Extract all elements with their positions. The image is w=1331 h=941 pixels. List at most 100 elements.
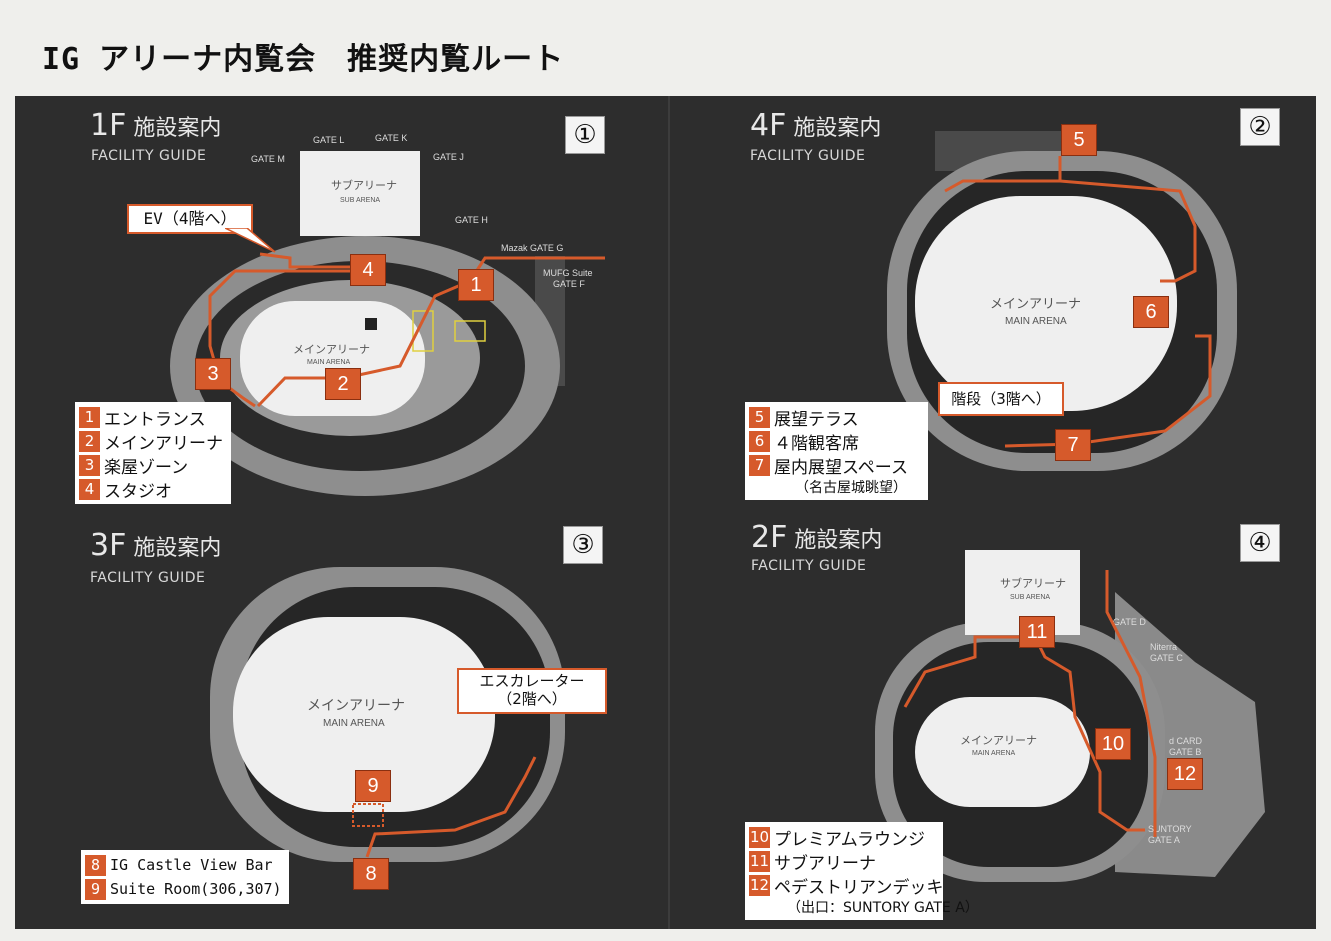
panel-3f: 3F 施設案内 FACILITY GUIDE ③ メインアリーナ MAIN AR…	[15, 512, 655, 922]
legend-number: 5	[749, 406, 770, 428]
stage-block	[365, 318, 377, 330]
legend-number: 2	[79, 430, 100, 452]
gate-f-line2: GATE F	[553, 279, 585, 289]
legend-label: エントランス	[104, 409, 206, 430]
route-marker-11: 11	[1019, 616, 1055, 648]
main-arena-label-en: MAIN ARENA	[307, 359, 351, 366]
gate-m: GATE M	[251, 154, 285, 164]
page-title: IG アリーナ内覧会 推奨内覧ルート	[42, 42, 565, 77]
sub-arena-label: サブアリーナ	[331, 178, 397, 192]
gate-k: GATE K	[375, 133, 407, 143]
panel-number: ②	[1240, 108, 1280, 146]
route-marker-7: 7	[1055, 429, 1091, 461]
main-arena-label-en: MAIN ARENA	[1005, 316, 1067, 327]
route-marker-6: 6	[1133, 296, 1169, 328]
route-marker-4: 4	[350, 254, 386, 286]
legend-number: 8	[85, 854, 106, 876]
legend-label: 楽屋ゾーン	[104, 457, 189, 478]
floor-label: 2F	[751, 520, 788, 555]
escalator-callout: エスカレーター （2階へ）	[457, 668, 607, 714]
gate-g: Mazak GATE G	[501, 243, 563, 253]
panel-2f: 2F 施設案内 FACILITY GUIDE ④ サブアリーナ SUB AREN…	[675, 512, 1315, 922]
arena-floor	[240, 301, 425, 416]
main-arena-label: メインアリーナ	[960, 734, 1037, 747]
legend-label: 展望テラス	[774, 409, 859, 430]
main-arena-label-en: MAIN ARENA	[972, 750, 1016, 757]
legend-label: Suite Room(306,307)	[110, 880, 282, 898]
gate-h: GATE H	[455, 215, 488, 225]
center-fold	[668, 96, 670, 929]
route-line	[1105, 570, 1157, 837]
legend-note: （出口：SUNTORY GATE A）	[787, 900, 979, 916]
map-3f: メインアリーナ MAIN ARENA	[210, 567, 565, 862]
route-marker-10: 10	[1095, 728, 1131, 760]
facility-guide-label: FACILITY GUIDE	[91, 148, 207, 164]
floor-name: 施設案内	[793, 116, 882, 141]
sub-arena-label-en: SUB ARENA	[1010, 594, 1050, 601]
gate-a-line2: GATE A	[1148, 835, 1180, 845]
legend-number: 1	[79, 406, 100, 428]
route-line	[256, 256, 605, 408]
legend-label: IG Castle View Bar	[110, 856, 273, 874]
floor-name: 施設案内	[794, 528, 883, 553]
escalator-callout-line1: エスカレーター	[479, 672, 585, 690]
legend-label: ペデストリアンデッキ	[774, 877, 944, 898]
route-marker-5: 5	[1061, 124, 1097, 156]
legend-label: サブアリーナ	[774, 853, 876, 874]
ev-callout-pointer	[225, 228, 276, 253]
arena-floor	[915, 697, 1090, 807]
legend-number: 10	[749, 826, 770, 848]
gate-f-line1: MUFG Suite	[543, 268, 593, 278]
ev-callout: EV（4階へ）	[127, 204, 253, 234]
main-arena-label: メインアリーナ	[307, 697, 405, 713]
route-marker-12: 12	[1167, 758, 1203, 790]
sub-arena-label: サブアリーナ	[1000, 576, 1066, 590]
facility-guide-label: FACILITY GUIDE	[750, 148, 866, 164]
floor-heading: 2F 施設案内	[751, 522, 882, 557]
legend-number: 7	[749, 454, 770, 476]
route-marker-8: 8	[353, 858, 389, 890]
gate-c-line2: GATE C	[1150, 653, 1183, 663]
floor-label: 1F	[90, 108, 127, 143]
route-line	[903, 635, 1145, 832]
legend-label: メインアリーナ	[104, 433, 223, 454]
facility-guide-label: FACILITY GUIDE	[90, 570, 206, 586]
legend-label: 屋内展望スペース	[774, 457, 908, 478]
gate-a-line1: SUNTORY	[1148, 824, 1192, 834]
gate-zone-highlight	[412, 310, 434, 352]
route-marker-2: 2	[325, 368, 361, 400]
legend-note: （名古屋城眺望）	[795, 480, 907, 496]
legend-number: 9	[85, 878, 106, 900]
legend-label: スタジオ	[104, 481, 172, 502]
gate-c-line1: Niterra	[1150, 642, 1177, 652]
escalator-callout-line2: （2階へ）	[497, 690, 567, 708]
legend-number: 3	[79, 454, 100, 476]
route-marker-1: 1	[458, 269, 494, 301]
floor-name: 施設案内	[133, 536, 222, 561]
legend-number: 4	[79, 478, 100, 500]
panel-number: ③	[563, 526, 603, 564]
route-line	[208, 269, 370, 408]
gate-l: GATE L	[313, 135, 344, 145]
floor-name: 施設案内	[133, 116, 222, 141]
gate-j: GATE J	[433, 152, 464, 162]
floor-label: 3F	[90, 528, 127, 563]
panel-number: ①	[565, 116, 605, 154]
route-line	[259, 252, 370, 269]
route-line	[944, 179, 1060, 193]
gate-zone-highlight	[454, 320, 486, 342]
legend-label: ４階観客席	[774, 433, 859, 454]
legend-number: 12	[749, 874, 770, 896]
panel-number: ④	[1240, 524, 1280, 562]
